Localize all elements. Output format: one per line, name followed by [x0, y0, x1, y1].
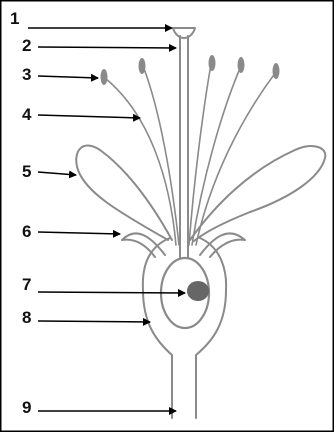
label-6: 6 — [22, 222, 31, 241]
anther-1 — [101, 69, 108, 85]
label-7: 7 — [22, 275, 31, 294]
label-4: 4 — [22, 105, 32, 124]
label-9: 9 — [22, 398, 31, 417]
pointer-2 — [38, 47, 176, 48]
label-8: 8 — [22, 308, 31, 327]
label-3: 3 — [22, 65, 31, 84]
anther-5 — [273, 63, 280, 79]
label-5: 5 — [22, 162, 31, 181]
anther-2 — [139, 58, 146, 74]
anther-4 — [238, 57, 245, 73]
pointer-7 — [38, 292, 185, 293]
anther-3 — [209, 55, 216, 71]
label-2: 2 — [22, 36, 31, 55]
label-1: 1 — [10, 9, 19, 28]
pointer-8 — [38, 321, 150, 322]
ovule — [187, 281, 209, 301]
